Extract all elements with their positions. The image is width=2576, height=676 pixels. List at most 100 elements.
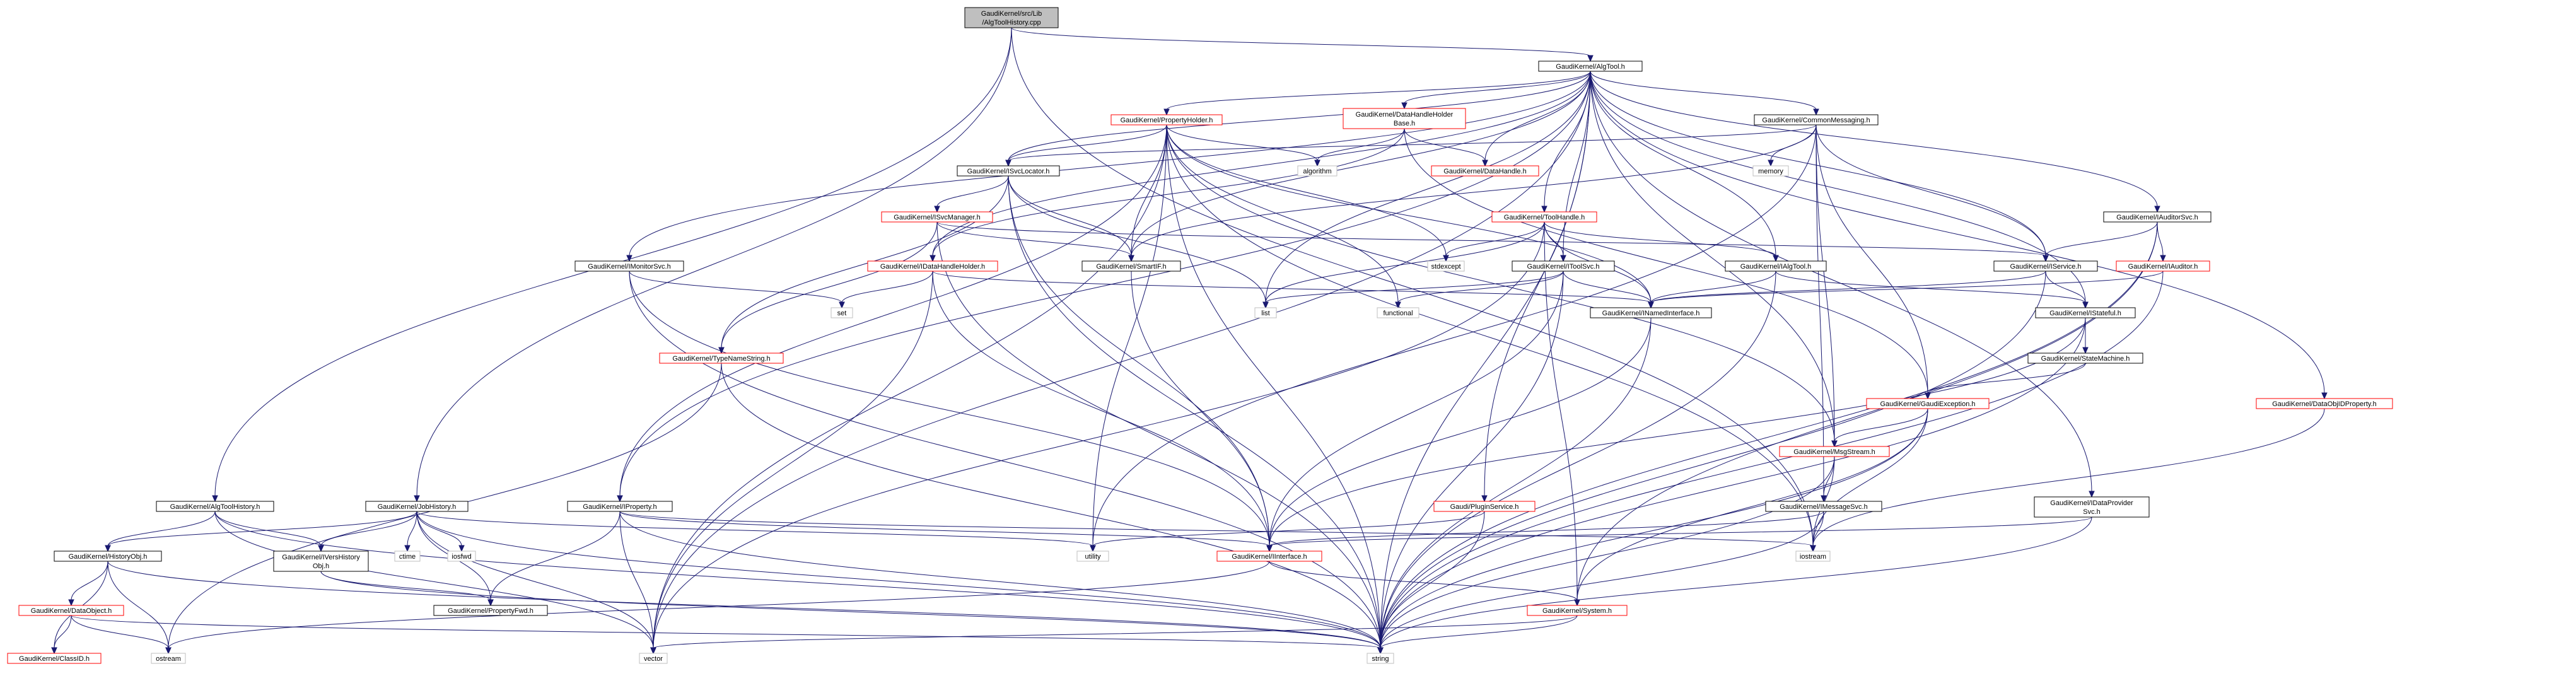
node-root[interactable]: GaudiKernel/src/Lib/AlgToolHistory.cpp bbox=[964, 7, 1059, 28]
edge-line bbox=[936, 221, 1381, 649]
node-dataobject-h[interactable]: GaudiKernel/DataObject.h bbox=[18, 605, 124, 616]
node-isvcmanager-h[interactable]: GaudiKernel/ISvcManager.h bbox=[881, 211, 993, 223]
node-itoolsvc-h[interactable]: GaudiKernel/IToolSvc.h bbox=[1512, 260, 1615, 272]
node-statemachine-h[interactable]: GaudiKernel/StateMachine.h bbox=[2027, 353, 2143, 364]
edge-line bbox=[1775, 271, 2086, 303]
node-label: GaudiKernel/IAlgTool.h bbox=[1740, 263, 1812, 271]
node-ialgtool-h[interactable]: GaudiKernel/IAlgTool.h bbox=[1725, 260, 1827, 272]
node-dataobjidproperty-h[interactable]: GaudiKernel/DataObjIDProperty.h bbox=[2256, 398, 2393, 409]
node-label: Svc.h bbox=[2083, 508, 2101, 516]
edge-line bbox=[932, 271, 1652, 303]
node-label: GaudiKernel/StateMachine.h bbox=[2041, 355, 2130, 363]
edge-line bbox=[932, 128, 1405, 257]
node-label: GaudiKernel/ISvcLocator.h bbox=[967, 168, 1050, 175]
node-typenamestring-h[interactable]: GaudiKernel/TypeNameString.h bbox=[659, 353, 784, 364]
arrowhead bbox=[1314, 160, 1320, 167]
node-msgstream-h[interactable]: GaudiKernel/MsgStream.h bbox=[1779, 446, 1890, 457]
node-istateful-h[interactable]: GaudiKernel/IStateful.h bbox=[2035, 307, 2136, 318]
node-box bbox=[1216, 551, 1322, 562]
node-label: algorithm bbox=[1303, 168, 1331, 175]
edge-commonmessaging_h-to-imessagesvc_h bbox=[1815, 124, 1827, 503]
node-box bbox=[1367, 653, 1394, 664]
node-iauditorsvc-h[interactable]: GaudiKernel/IAuditorSvc.h bbox=[2103, 211, 2212, 223]
node-commonmessaging-h[interactable]: GaudiKernel/CommonMessaging.h bbox=[1754, 114, 1879, 125]
node-label: GaudiKernel/GaudiException.h bbox=[1880, 400, 1975, 408]
edge-algtool_h-to-idataprovidersvc_h bbox=[1590, 71, 2095, 498]
node-datahandle-h[interactable]: GaudiKernel/DataHandle.h bbox=[1431, 165, 1539, 177]
edge-line bbox=[2045, 271, 2086, 303]
node-iosfwd[interactable]: iosfwd bbox=[447, 551, 476, 562]
node-iinterface-h[interactable]: GaudiKernel/IInterface.h bbox=[1216, 551, 1322, 562]
edge-line bbox=[1011, 27, 1591, 57]
node-idatahandleholder-h[interactable]: GaudiKernel/IDataHandleHolder.h bbox=[867, 260, 998, 272]
edge-isvclocator_h-to-smartif_h bbox=[1008, 175, 1134, 262]
node-inamedinterface-h[interactable]: GaudiKernel/INamedInterface.h bbox=[1590, 307, 1712, 318]
node-jobhistory-h[interactable]: GaudiKernel/JobHistory.h bbox=[365, 501, 469, 512]
node-box bbox=[1491, 211, 1597, 223]
node-box bbox=[1993, 260, 2098, 272]
node-functional[interactable]: functional bbox=[1377, 307, 1419, 318]
node-algtool-h[interactable]: GaudiKernel/AlgTool.h bbox=[1538, 61, 1643, 72]
node-label: GaudiKernel/IAuditor.h bbox=[2128, 263, 2198, 271]
node-iostream[interactable]: iostream bbox=[1795, 551, 1831, 562]
edge-propertyholder_h-to-iostream bbox=[1166, 124, 1816, 552]
edge-line bbox=[1380, 456, 1835, 649]
node-pluginservice-h[interactable]: Gaudi/PluginService.h bbox=[1433, 501, 1536, 512]
edge-line bbox=[1380, 317, 1652, 649]
edge-algtool_h-to-msgstream_h bbox=[1590, 71, 1838, 448]
node-algtoolhist-h[interactable]: GaudiKernel/AlgToolHistory.h bbox=[156, 501, 274, 512]
edge-line bbox=[936, 175, 1009, 207]
edge-line bbox=[1404, 71, 1591, 104]
node-string[interactable]: string bbox=[1367, 653, 1394, 664]
edge-algtool_h-to-iproperty_h bbox=[617, 71, 1591, 503]
node-ostream[interactable]: ostream bbox=[151, 653, 186, 664]
node-list[interactable]: list bbox=[1254, 307, 1277, 318]
edge-statemachine_h-to-gaudiexception_h bbox=[1925, 363, 2086, 400]
node-classid-h[interactable]: GaudiKernel/ClassID.h bbox=[7, 653, 102, 664]
node-vector[interactable]: vector bbox=[639, 653, 668, 664]
edge-isvcmanager_h-to-typenamestring_h bbox=[718, 221, 938, 354]
node-iservice-h[interactable]: GaudiKernel/IService.h bbox=[1993, 260, 2098, 272]
edge-line bbox=[1166, 124, 1835, 442]
edge-line bbox=[490, 511, 621, 601]
node-set[interactable]: set bbox=[830, 307, 853, 318]
node-box bbox=[2116, 260, 2210, 272]
node-imonitorsvc-h[interactable]: GaudiKernel/IMonitorSvc.h bbox=[574, 260, 684, 272]
edge-line bbox=[1590, 71, 2086, 303]
node-historyobj-h[interactable]: GaudiKernel/HistoryObj.h bbox=[54, 551, 162, 562]
node-algorithm[interactable]: algorithm bbox=[1297, 165, 1338, 177]
node-toolhandle-h[interactable]: GaudiKernel/ToolHandle.h bbox=[1491, 211, 1597, 223]
edge-propertyholder_h-to-algorithm bbox=[1166, 124, 1320, 167]
edge-line bbox=[1092, 511, 1485, 547]
node-box bbox=[1590, 307, 1712, 318]
node-smartif-h[interactable]: GaudiKernel/SmartIF.h bbox=[1081, 260, 1181, 272]
node-ctime[interactable]: ctime bbox=[394, 551, 421, 562]
node-label: memory bbox=[1758, 168, 1783, 175]
node-stdexcept[interactable]: stdexcept bbox=[1427, 260, 1465, 272]
edge-algtool_h-to-commonmessaging_h bbox=[1590, 71, 1819, 116]
node-isvclocator-h[interactable]: GaudiKernel/ISvcLocator.h bbox=[957, 165, 1060, 177]
edge-line bbox=[619, 124, 1167, 497]
node-utility[interactable]: utility bbox=[1076, 551, 1109, 562]
edge-commonmessaging_h-to-iservice_h bbox=[1815, 124, 2049, 262]
node-propertyfwd-h[interactable]: GaudiKernel/PropertyFwd.h bbox=[433, 605, 548, 616]
node-system-h[interactable]: GaudiKernel/System.h bbox=[1527, 605, 1628, 616]
edge-datahandleholderbase_h-to-algorithm bbox=[1314, 128, 1405, 167]
node-iproperty-h[interactable]: GaudiKernel/IProperty.h bbox=[567, 501, 673, 512]
node-memory[interactable]: memory bbox=[1752, 165, 1789, 177]
node-propertyholder-h[interactable]: GaudiKernel/PropertyHolder.h bbox=[1110, 114, 1223, 125]
node-label: set bbox=[837, 310, 847, 317]
node-iauditor-h[interactable]: GaudiKernel/IAuditor.h bbox=[2116, 260, 2210, 272]
node-imessagesvc-h[interactable]: GaudiKernel/IMessageSvc.h bbox=[1765, 501, 1882, 512]
edge-line bbox=[107, 561, 1381, 649]
node-box bbox=[156, 501, 274, 512]
edge-algtoolhist_h-to-historyobj_h bbox=[105, 511, 216, 552]
edge-iproperty_h-to-vector bbox=[619, 511, 656, 655]
node-gaudiexception-h[interactable]: GaudiKernel/GaudiException.h bbox=[1866, 398, 1990, 409]
node-label: GaudiKernel/src/Lib bbox=[981, 10, 1042, 18]
edge-line bbox=[1269, 516, 2092, 547]
